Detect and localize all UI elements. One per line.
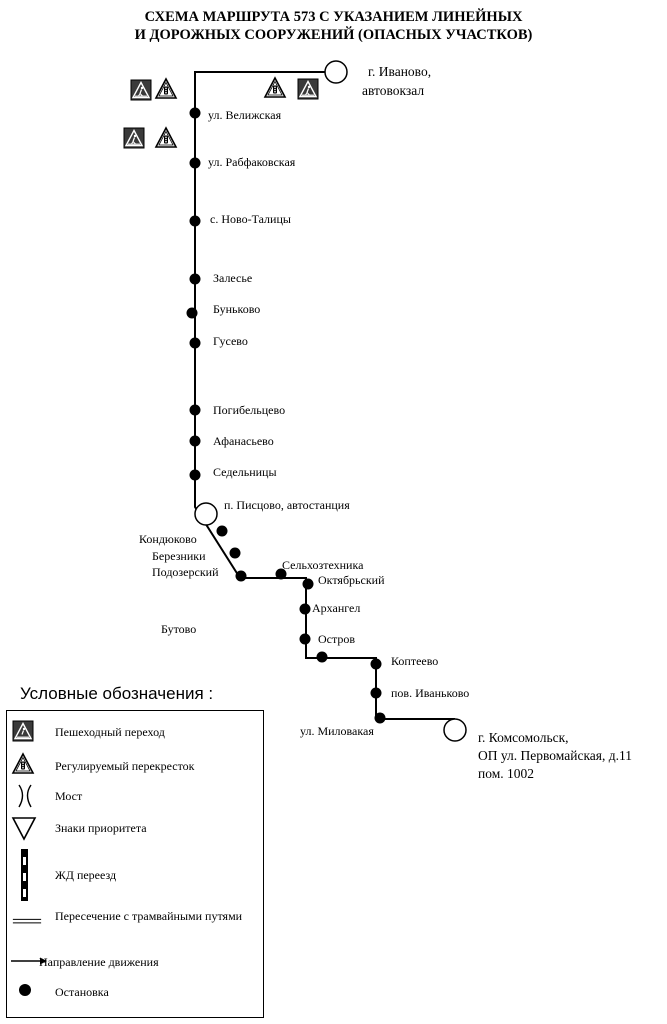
tram-crossing-icon — [12, 918, 42, 924]
traffic-light-icon — [11, 752, 35, 774]
stop-dot — [189, 215, 201, 227]
end-terminal-label-2: ОП ул. Первомайская, д.11 — [478, 748, 632, 763]
stop-dot — [189, 157, 201, 169]
stop-label: ул. Рабфаковская — [208, 155, 296, 169]
stop-label: Седельницы — [213, 465, 277, 479]
mid-terminal-label: п. Писцово, автостанция — [224, 498, 350, 512]
stop-label: Октябрьский — [318, 573, 385, 587]
stop-label: Афанасьево — [213, 434, 274, 448]
stop-dot — [275, 568, 287, 580]
legend-label: Знаки приоритета — [55, 821, 147, 835]
bus-stop-icon — [19, 984, 31, 996]
pedestrian-crossing-icon — [297, 78, 319, 100]
bridge-icon — [18, 784, 32, 808]
stop-dot — [189, 107, 201, 119]
stop-label: с. Ново-Талицы — [210, 212, 291, 226]
stop-label: Сельхозтехника — [282, 558, 364, 572]
legend: Пешеходный переход Регулируемый перекрес… — [6, 710, 264, 1018]
start-terminal-label-1: г. Иваново, — [368, 64, 431, 79]
legend-label: Мост — [55, 789, 83, 803]
stop-label: ул. Велижская — [208, 108, 282, 122]
stop-label: Бутово — [161, 622, 196, 636]
stop-dot — [370, 687, 382, 699]
stop-label: Залесье — [213, 271, 252, 285]
title-line-2: И ДОРОЖНЫХ СООРУЖЕНИЙ (ОПАСНЫХ УЧАСТКОВ) — [134, 27, 533, 43]
route-line — [194, 71, 455, 720]
stop-label: Березники — [152, 549, 206, 563]
legend-item: Пересечение с трамвайными путями — [7, 907, 263, 941]
end-terminal — [443, 718, 467, 742]
legend-item: Остановка — [7, 975, 263, 1005]
stop-label: Кондюково — [139, 532, 197, 546]
mid-terminal — [194, 502, 218, 526]
end-terminal-label-1: г. Комсомольск, — [478, 730, 569, 745]
stop-dot — [370, 658, 382, 670]
priority-sign-icon — [11, 817, 37, 841]
legend-item: Регулируемый перекресток — [7, 751, 263, 781]
railway-crossing-icon — [21, 849, 28, 901]
stop-label: Остров — [318, 632, 355, 646]
stop-dot — [316, 651, 328, 663]
stop-dot — [229, 547, 241, 559]
stop-label: пов. Иваньково — [391, 686, 469, 700]
stop-dot — [189, 273, 201, 285]
diagram-title: СХЕМА МАРШРУТА 573 С УКАЗАНИЕМ ЛИНЕЙНЫХ … — [0, 8, 667, 44]
legend-item: Направление движения — [7, 947, 263, 977]
legend-item: Пешеходный переход — [7, 717, 263, 747]
title-line-1: СХЕМА МАРШРУТА 573 С УКАЗАНИЕМ ЛИНЕЙНЫХ — [144, 9, 523, 25]
stop-label: Архангел — [312, 601, 360, 615]
stop-dot — [186, 307, 198, 319]
stop-dot — [216, 525, 228, 537]
stop-dot — [189, 337, 201, 349]
legend-item: Мост — [7, 781, 263, 811]
stop-label: Погибельцево — [213, 403, 285, 417]
legend-item: Знаки приоритета — [7, 813, 263, 843]
start-terminal-label-2: автовокзал — [362, 83, 424, 98]
pedestrian-crossing-icon — [123, 127, 145, 149]
legend-title: Условные обозначения : — [20, 684, 214, 703]
legend-label: Остановка — [55, 985, 109, 999]
stop-label: ул. Миловакая — [300, 724, 374, 738]
stop-dot — [189, 469, 201, 481]
stop-label: Гусево — [213, 334, 248, 348]
end-terminal-label-3: пом. 1002 — [478, 766, 534, 781]
stop-dot — [299, 603, 311, 615]
stop-dot — [189, 435, 201, 447]
traffic-light-icon — [155, 78, 177, 99]
legend-label: Направление движения — [39, 955, 159, 969]
traffic-light-icon — [155, 127, 177, 148]
stop-dot — [302, 578, 314, 590]
legend-label: Пешеходный переход — [55, 725, 165, 739]
stop-dot — [189, 404, 201, 416]
stop-label: Подозерский — [152, 565, 219, 579]
pedestrian-crossing-icon — [130, 79, 152, 101]
stop-dot — [235, 570, 247, 582]
stop-dots — [186, 107, 386, 724]
traffic-light-icon — [264, 77, 286, 98]
pedestrian-crossing-icon — [12, 720, 34, 742]
start-terminal — [324, 60, 348, 84]
stop-label: Буньково — [213, 302, 260, 316]
stop-dot — [374, 712, 386, 724]
legend-item: ЖД переезд — [7, 847, 263, 903]
stop-dot — [299, 633, 311, 645]
legend-label: Пересечение с трамвайными путями — [55, 909, 243, 923]
direction-arrow-icon — [11, 957, 47, 965]
stop-label: Коптеево — [391, 654, 438, 668]
legend-label: Регулируемый перекресток — [55, 759, 195, 773]
legend-label: ЖД переезд — [55, 868, 117, 882]
